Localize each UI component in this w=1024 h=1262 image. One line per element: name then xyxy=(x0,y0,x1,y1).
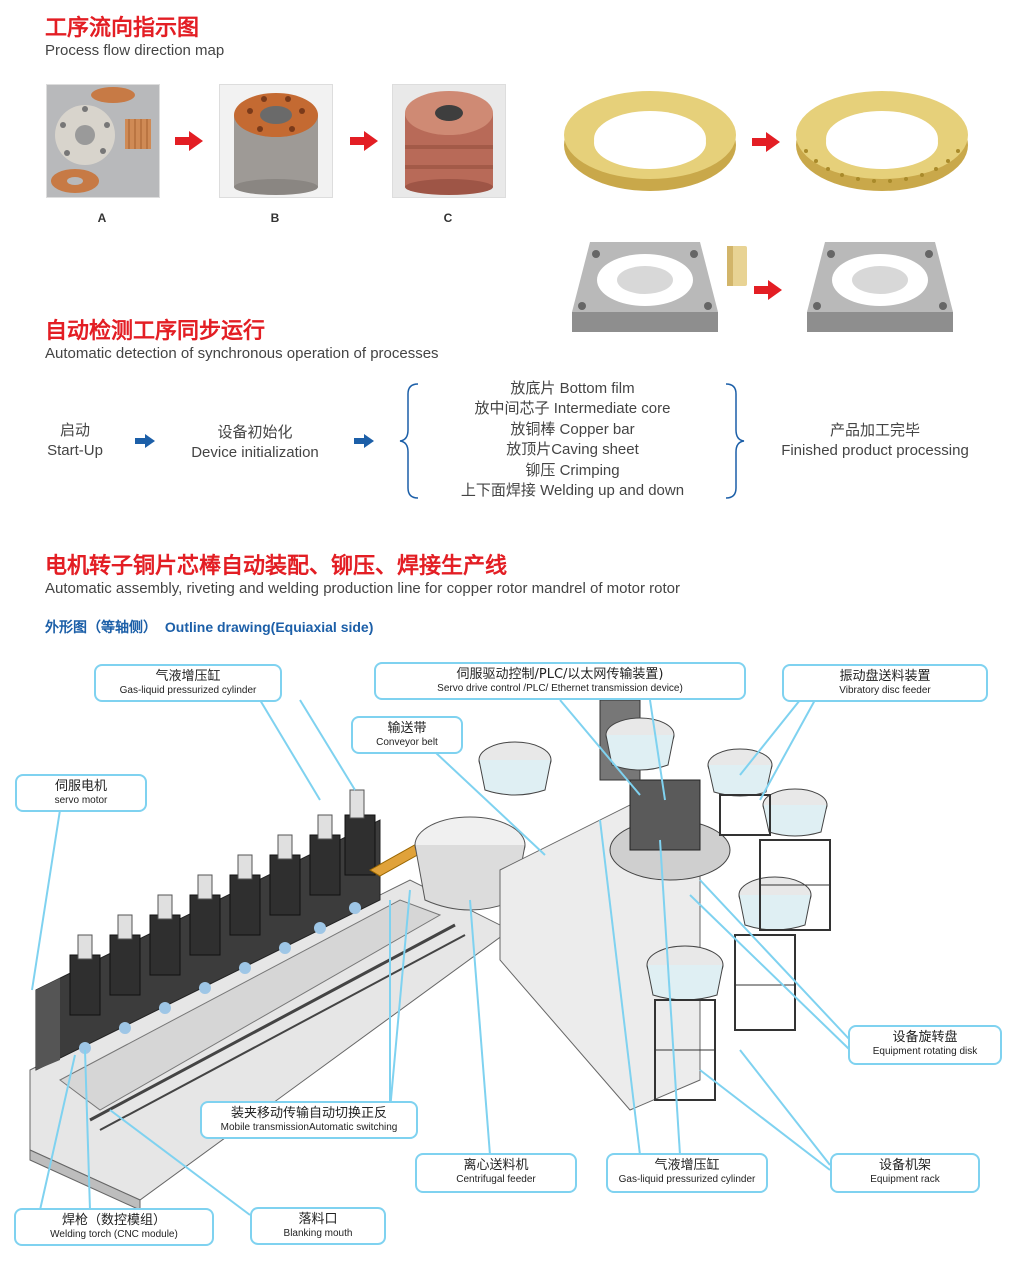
callout-en: Blanking mouth xyxy=(283,1228,353,1239)
callout-en: Vibratory disc feeder xyxy=(839,685,931,696)
callout-en: Gas-liquid pressurized cylinder xyxy=(618,1174,756,1185)
step-item: 放底片 Bottom film xyxy=(510,380,635,397)
right-brace-icon xyxy=(725,383,745,499)
callout-en: Gas-liquid pressurized cylinder xyxy=(119,685,257,696)
step-item: 放铜棒 Copper bar xyxy=(510,420,635,438)
flow-init: 设备初始化 Device initialization xyxy=(170,423,340,463)
step-item: 放顶片Caving sheet xyxy=(506,441,639,459)
step-item: 铆压 Crimping xyxy=(525,461,620,479)
stator-after xyxy=(807,242,953,332)
photo-a xyxy=(46,84,160,198)
gold-ring-before xyxy=(564,91,736,191)
callout-cn: 装夹移动传输自动切换正反 xyxy=(230,1106,387,1121)
callout-cn: 焊枪（数控模组） xyxy=(61,1213,166,1228)
flow-finish: 产品加工完毕 Finished product processing xyxy=(760,421,990,461)
step-item: 上下面焊接 Welding up and down xyxy=(460,482,685,500)
callout-en: servo motor xyxy=(54,795,108,806)
callout-en: Servo drive control /PLC/ Ethernet trans… xyxy=(437,683,683,694)
callout-en: Centrifugal feeder xyxy=(456,1174,536,1185)
callout-cn: 振动盘送料装置 xyxy=(839,669,931,684)
blue-arrow-icon xyxy=(135,434,155,448)
callout-vibratory-feeder: 振动盘送料装置 Vibratory disc feeder xyxy=(782,664,988,702)
label-a: A xyxy=(97,211,107,225)
callout-cn: 气液增压缸 xyxy=(654,1158,720,1173)
outline-subtitle: 外形图（等轴侧） Outline drawing(Equiaxial side) xyxy=(45,617,373,637)
flow-start: 启动 Start-Up xyxy=(30,421,120,461)
step-item: 放中间芯子 Intermediate core xyxy=(474,400,671,418)
red-arrow-icon xyxy=(752,132,780,152)
callout-en: Equipment rotating disk xyxy=(872,1046,978,1057)
flow-start-en: Start-Up xyxy=(47,442,103,459)
photo-b xyxy=(219,84,333,198)
callout-cn: 输送带 xyxy=(387,721,427,736)
machine-drawing xyxy=(29,699,851,1216)
magnet-piece xyxy=(727,246,747,286)
callout-cn: 伺服电机 xyxy=(54,779,107,794)
flow-init-en: Device initialization xyxy=(191,444,319,461)
red-arrow-icon xyxy=(350,131,378,151)
flow-init-cn: 设备初始化 xyxy=(217,424,293,441)
callout-servo-drive: 伺服驱动控制/PLC/以太网传输装置) Servo drive control … xyxy=(374,662,746,700)
callout-gas-cylinder-bottom: 气液增压缸 Gas-liquid pressurized cylinder xyxy=(606,1153,768,1193)
callout-en: Conveyor belt xyxy=(376,737,438,748)
callout-equipment-rack: 设备机架 Equipment rack xyxy=(830,1153,980,1193)
label-b: B xyxy=(270,211,280,225)
outline-subtitle-en: Outline drawing(Equiaxial side) xyxy=(164,619,374,635)
callout-cn: 设备机架 xyxy=(878,1158,931,1173)
stator-before xyxy=(572,242,718,332)
callout-servo-motor: 伺服电机 servo motor xyxy=(15,774,147,812)
callout-cn: 伺服驱动控制/PLC/以太网传输装置) xyxy=(456,667,664,682)
label-c: C xyxy=(443,211,453,225)
flow-start-cn: 启动 xyxy=(59,422,90,439)
callout-cn: 设备旋转盘 xyxy=(892,1030,958,1045)
callout-mobile-transmission: 装夹移动传输自动切换正反 Mobile transmissionAutomati… xyxy=(200,1101,418,1139)
section1-title-cn: 工序流向指示图 xyxy=(45,16,200,41)
callout-cn: 气液增压缸 xyxy=(155,669,221,684)
callout-centrifugal-feeder: 离心送料机 Centrifugal feeder xyxy=(415,1153,577,1193)
section1-title-en: Process flow direction map xyxy=(45,42,225,59)
photo-c xyxy=(392,84,506,198)
callout-gas-cylinder-top: 气液增压缸 Gas-liquid pressurized cylinder xyxy=(94,664,282,702)
outline-subtitle-cn: 外形图（等轴侧） xyxy=(45,619,157,635)
callout-cn: 离心送料机 xyxy=(463,1158,529,1173)
callout-en: Mobile transmissionAutomatic switching xyxy=(220,1122,398,1133)
callout-cn: 落料口 xyxy=(298,1212,338,1227)
callout-blanking-mouth: 落料口 Blanking mouth xyxy=(250,1207,386,1245)
step-list: 放底片 Bottom film 放中间芯子 Intermediate core … xyxy=(420,379,725,501)
flow-finish-cn: 产品加工完毕 xyxy=(829,422,920,439)
gold-ring-after xyxy=(796,91,968,191)
callout-welding-torch: 焊枪（数控模组） Welding torch (CNC module) xyxy=(14,1208,214,1246)
callout-conveyor-belt: 输送带 Conveyor belt xyxy=(351,716,463,754)
callout-en: Equipment rack xyxy=(870,1174,940,1185)
section2-title-cn: 自动检测工序同步运行 xyxy=(45,319,266,344)
callout-rotating-disk: 设备旋转盘 Equipment rotating disk xyxy=(848,1025,1002,1065)
left-brace-icon xyxy=(399,383,419,499)
blue-arrow-icon xyxy=(354,434,374,448)
section2-title-en: Automatic detection of synchronous opera… xyxy=(45,345,439,362)
red-arrow-icon xyxy=(754,280,782,300)
red-arrow-icon xyxy=(175,131,203,151)
callout-en: Welding torch (CNC module) xyxy=(50,1229,178,1240)
flow-finish-en: Finished product processing xyxy=(781,442,969,459)
section3-title-en: Automatic assembly, riveting and welding… xyxy=(45,580,681,597)
section3-title-cn: 电机转子铜片芯棒自动装配、铆压、焊接生产线 xyxy=(45,554,508,579)
